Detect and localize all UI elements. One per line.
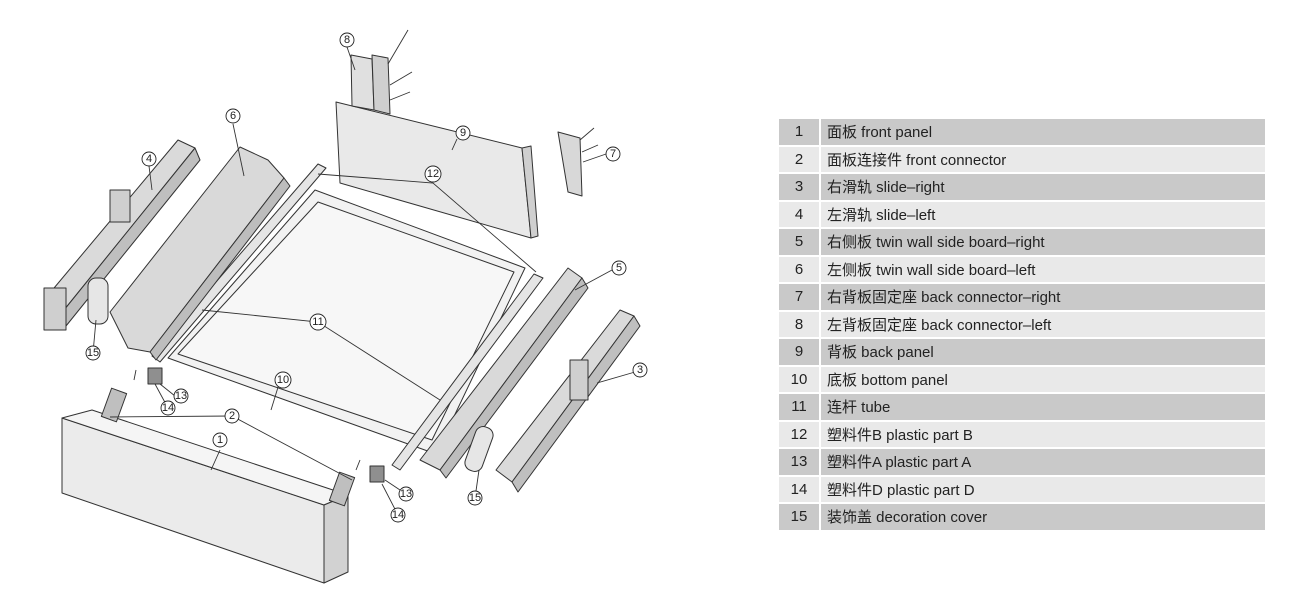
part-number: 6 <box>779 256 821 284</box>
diagram-svg: 1 2 3 4 5 6 7 8 9 10 11 12 13 13 14 14 1… <box>43 29 648 584</box>
callout-15b: 15 <box>467 490 483 506</box>
part-description: 右侧板 twin wall side board–right <box>821 229 1265 257</box>
part-number: 10 <box>779 366 821 394</box>
svg-text:9: 9 <box>460 127 466 139</box>
part-description: 左滑轨 slide–left <box>821 201 1265 229</box>
svg-text:1: 1 <box>217 434 223 446</box>
callout-3: 3 <box>632 362 648 378</box>
callout-6: 6 <box>225 108 241 124</box>
plastic-parts <box>133 367 385 483</box>
svg-text:15: 15 <box>469 492 481 504</box>
svg-text:7: 7 <box>610 148 616 160</box>
part-number: 9 <box>779 339 821 367</box>
svg-text:10: 10 <box>277 374 289 386</box>
svg-text:13: 13 <box>400 488 412 500</box>
part-number: 1 <box>779 119 821 147</box>
part-number: 14 <box>779 476 821 504</box>
svg-text:2: 2 <box>229 410 235 422</box>
back-connector-right <box>557 127 599 197</box>
exploded-drawer-diagram: 1 2 3 4 5 6 7 8 9 10 11 12 13 13 14 14 1… <box>43 29 648 584</box>
part-description: 塑料件D plastic part D <box>821 476 1265 504</box>
back-connector-left <box>350 29 413 115</box>
part-description: 右滑轨 slide–right <box>821 174 1265 202</box>
svg-text:15: 15 <box>87 347 99 359</box>
callout-4: 4 <box>141 151 157 167</box>
part-number: 5 <box>779 229 821 257</box>
callout-7: 7 <box>605 146 621 162</box>
part-number: 7 <box>779 284 821 312</box>
callout-5: 5 <box>611 260 627 276</box>
part-number: 13 <box>779 449 821 477</box>
part-description: 右背板固定座 back connector–right <box>821 284 1265 312</box>
part-number: 2 <box>779 146 821 174</box>
callout-8: 8 <box>339 32 355 48</box>
part-description: 面板连接件 front connector <box>821 146 1265 174</box>
part-number: 3 <box>779 174 821 202</box>
part-number: 8 <box>779 311 821 339</box>
part-number: 15 <box>779 504 821 532</box>
part-description: 塑料件A plastic part A <box>821 449 1265 477</box>
part-description: 装饰盖 decoration cover <box>821 504 1265 532</box>
part-description: 塑料件B plastic part B <box>821 421 1265 449</box>
callout-11: 11 <box>309 313 327 331</box>
callout-14b: 14 <box>390 507 406 523</box>
callout-12: 12 <box>424 165 442 183</box>
part-number: 11 <box>779 394 821 422</box>
svg-text:6: 6 <box>230 110 236 122</box>
svg-text:8: 8 <box>344 34 350 46</box>
part-description: 背板 back panel <box>821 339 1265 367</box>
part-description: 左侧板 twin wall side board–left <box>821 256 1265 284</box>
slide-left <box>43 139 201 331</box>
svg-text:12: 12 <box>427 168 439 180</box>
svg-text:11: 11 <box>312 316 323 328</box>
side-board-left <box>109 146 291 361</box>
front-panel <box>61 409 349 584</box>
front-connectors <box>100 387 356 507</box>
callout-14a: 14 <box>160 400 176 416</box>
callout-15a: 15 <box>85 345 101 361</box>
callout-13a: 13 <box>173 388 189 404</box>
side-board-right <box>419 267 589 479</box>
svg-text:3: 3 <box>637 364 643 376</box>
part-description: 面板 front panel <box>821 119 1265 147</box>
svg-text:5: 5 <box>616 262 622 274</box>
callout-9: 9 <box>455 125 471 141</box>
svg-text:13: 13 <box>175 390 187 402</box>
callout-13b: 13 <box>398 486 414 502</box>
svg-text:4: 4 <box>146 153 152 165</box>
leader-lines <box>92 46 636 516</box>
part-description: 连杆 tube <box>821 394 1265 422</box>
part-number: 4 <box>779 201 821 229</box>
slide-right <box>495 309 641 493</box>
bottom-panel <box>167 189 526 455</box>
callout-2: 2 <box>224 408 240 424</box>
callout-10: 10 <box>274 371 292 389</box>
part-number: 12 <box>779 421 821 449</box>
tubes <box>151 163 544 471</box>
svg-text:14: 14 <box>392 509 404 521</box>
callout-1: 1 <box>212 432 228 448</box>
part-description: 底板 bottom panel <box>821 366 1265 394</box>
svg-text:14: 14 <box>162 402 174 414</box>
part-description: 左背板固定座 back connector–left <box>821 311 1265 339</box>
